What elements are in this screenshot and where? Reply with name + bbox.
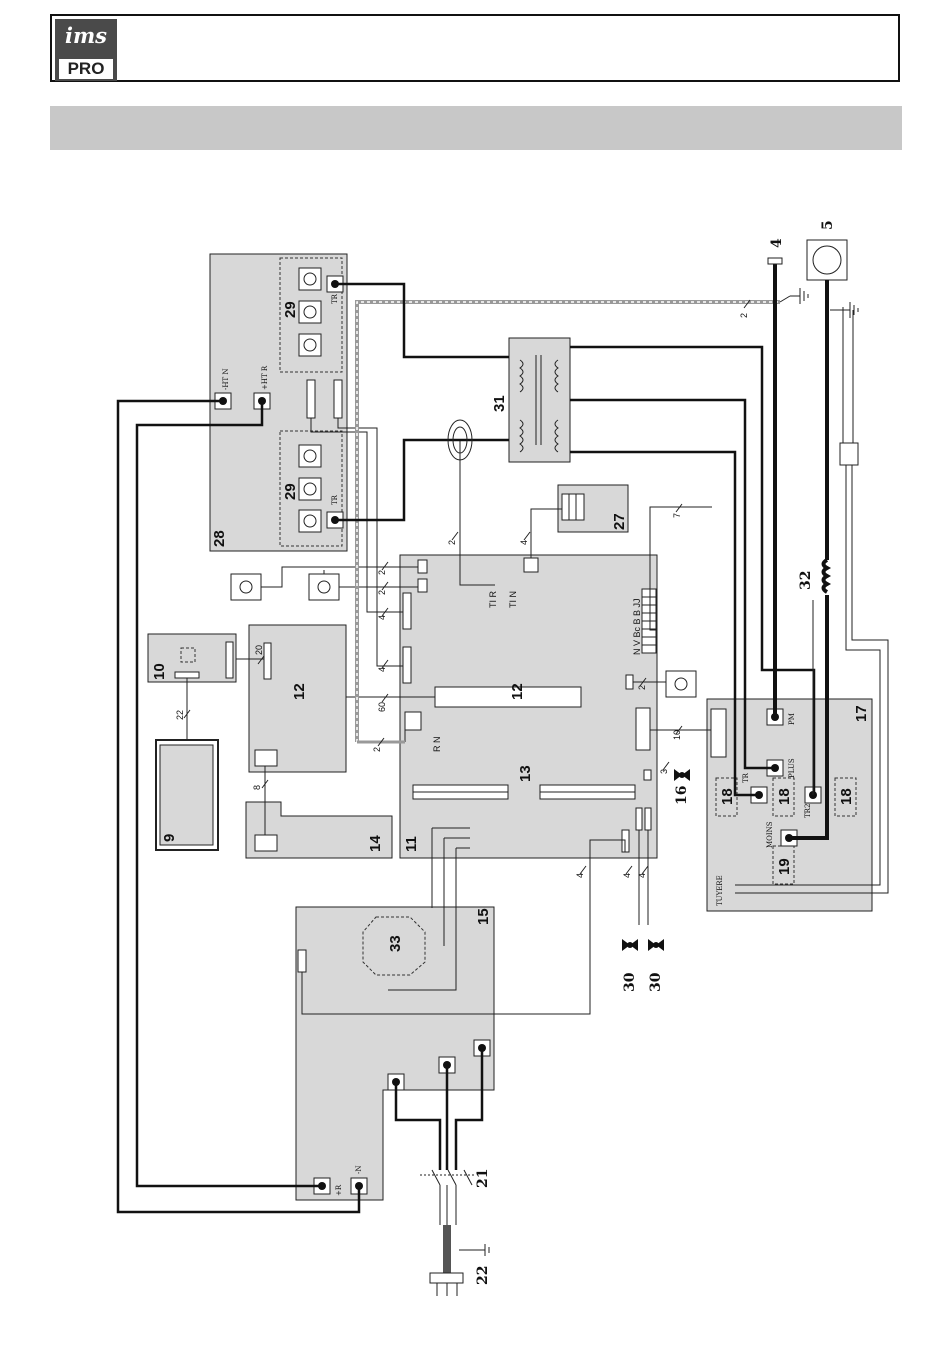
label-c29b: 29: [282, 483, 299, 500]
terminal-rn: R N: [432, 737, 442, 753]
terminal-tr2: TR2: [804, 804, 812, 818]
label-c5: 5: [820, 220, 836, 230]
wire-count-8: 8: [252, 785, 262, 790]
terminal-plus: PLUS: [788, 758, 796, 778]
wire-count-2c: 2: [377, 570, 387, 575]
fan-16-icon: [674, 769, 690, 781]
terminal-tir: TI R: [488, 591, 498, 608]
label-c29a: 29: [282, 301, 299, 318]
wire-count-60: 60: [377, 702, 387, 712]
label-c27: 27: [611, 513, 628, 530]
terminal-connector-row: N V Bc B B JJ: [632, 598, 642, 655]
label-c18a: 18: [719, 788, 736, 805]
wire-count-22: 22: [175, 710, 185, 720]
label-c33: 33: [387, 935, 404, 952]
label-c4: 4: [769, 238, 785, 248]
component-31-box: [509, 338, 570, 462]
label-c30a: 30: [622, 972, 638, 992]
fan-30b-icon: [648, 939, 664, 951]
label-c18b: 18: [776, 788, 793, 805]
label-c31: 31: [491, 395, 508, 412]
label-c22: 22: [475, 1266, 491, 1285]
label-c12a: 12: [291, 683, 308, 700]
fan-30a-icon: [622, 939, 638, 951]
label-c30b: 30: [648, 972, 664, 992]
terminal-tin: TI N: [508, 591, 518, 608]
label-c17: 17: [853, 705, 870, 722]
label-c14: 14: [367, 835, 384, 852]
label-c18c: 18: [838, 788, 855, 805]
wire-count-20: 20: [254, 645, 264, 655]
wire-count-4a: 4: [519, 540, 529, 545]
label-c9: 9: [161, 834, 178, 842]
terminal-tr-a: TR: [331, 293, 339, 304]
label-c21: 21: [475, 1169, 491, 1188]
wire-count-2a: 2: [739, 313, 749, 318]
wire-count-4e: 4: [622, 873, 632, 878]
terminal-minus-n: -N: [355, 1166, 363, 1175]
wire-count-2e: 2: [637, 685, 647, 690]
label-c28: 28: [211, 530, 228, 547]
terminal-plus-r: +R: [335, 1184, 343, 1196]
wire-count-7: 7: [672, 513, 682, 518]
label-c11: 11: [403, 836, 420, 852]
label-c16: 16: [674, 786, 690, 805]
label-c15: 15: [475, 908, 492, 925]
wire-count-2f: 2: [372, 747, 382, 752]
label-c32: 32: [798, 571, 814, 590]
terminal-pm: PM: [788, 713, 796, 725]
label-c19: 19: [776, 858, 793, 875]
label-c10: 10: [151, 663, 168, 680]
terminal-tr-b: TR: [331, 494, 339, 505]
terminal-tuyere: TUYERE: [716, 875, 724, 906]
label-c13: 13: [517, 765, 534, 782]
wire-count-3: 3: [659, 769, 669, 774]
terminal-htr: +HT R: [261, 365, 269, 390]
label-c12b: 12: [509, 683, 526, 700]
wire-count-2b: 2: [447, 540, 457, 545]
wire-count-2d: 2: [377, 590, 387, 595]
terminal-moins: MOINS: [766, 821, 774, 848]
terminal-tr17: TR: [742, 772, 750, 783]
component-9-box: [160, 745, 213, 845]
wire-count-10: 10: [672, 730, 682, 740]
terminal-htn: -HT N: [222, 369, 230, 391]
